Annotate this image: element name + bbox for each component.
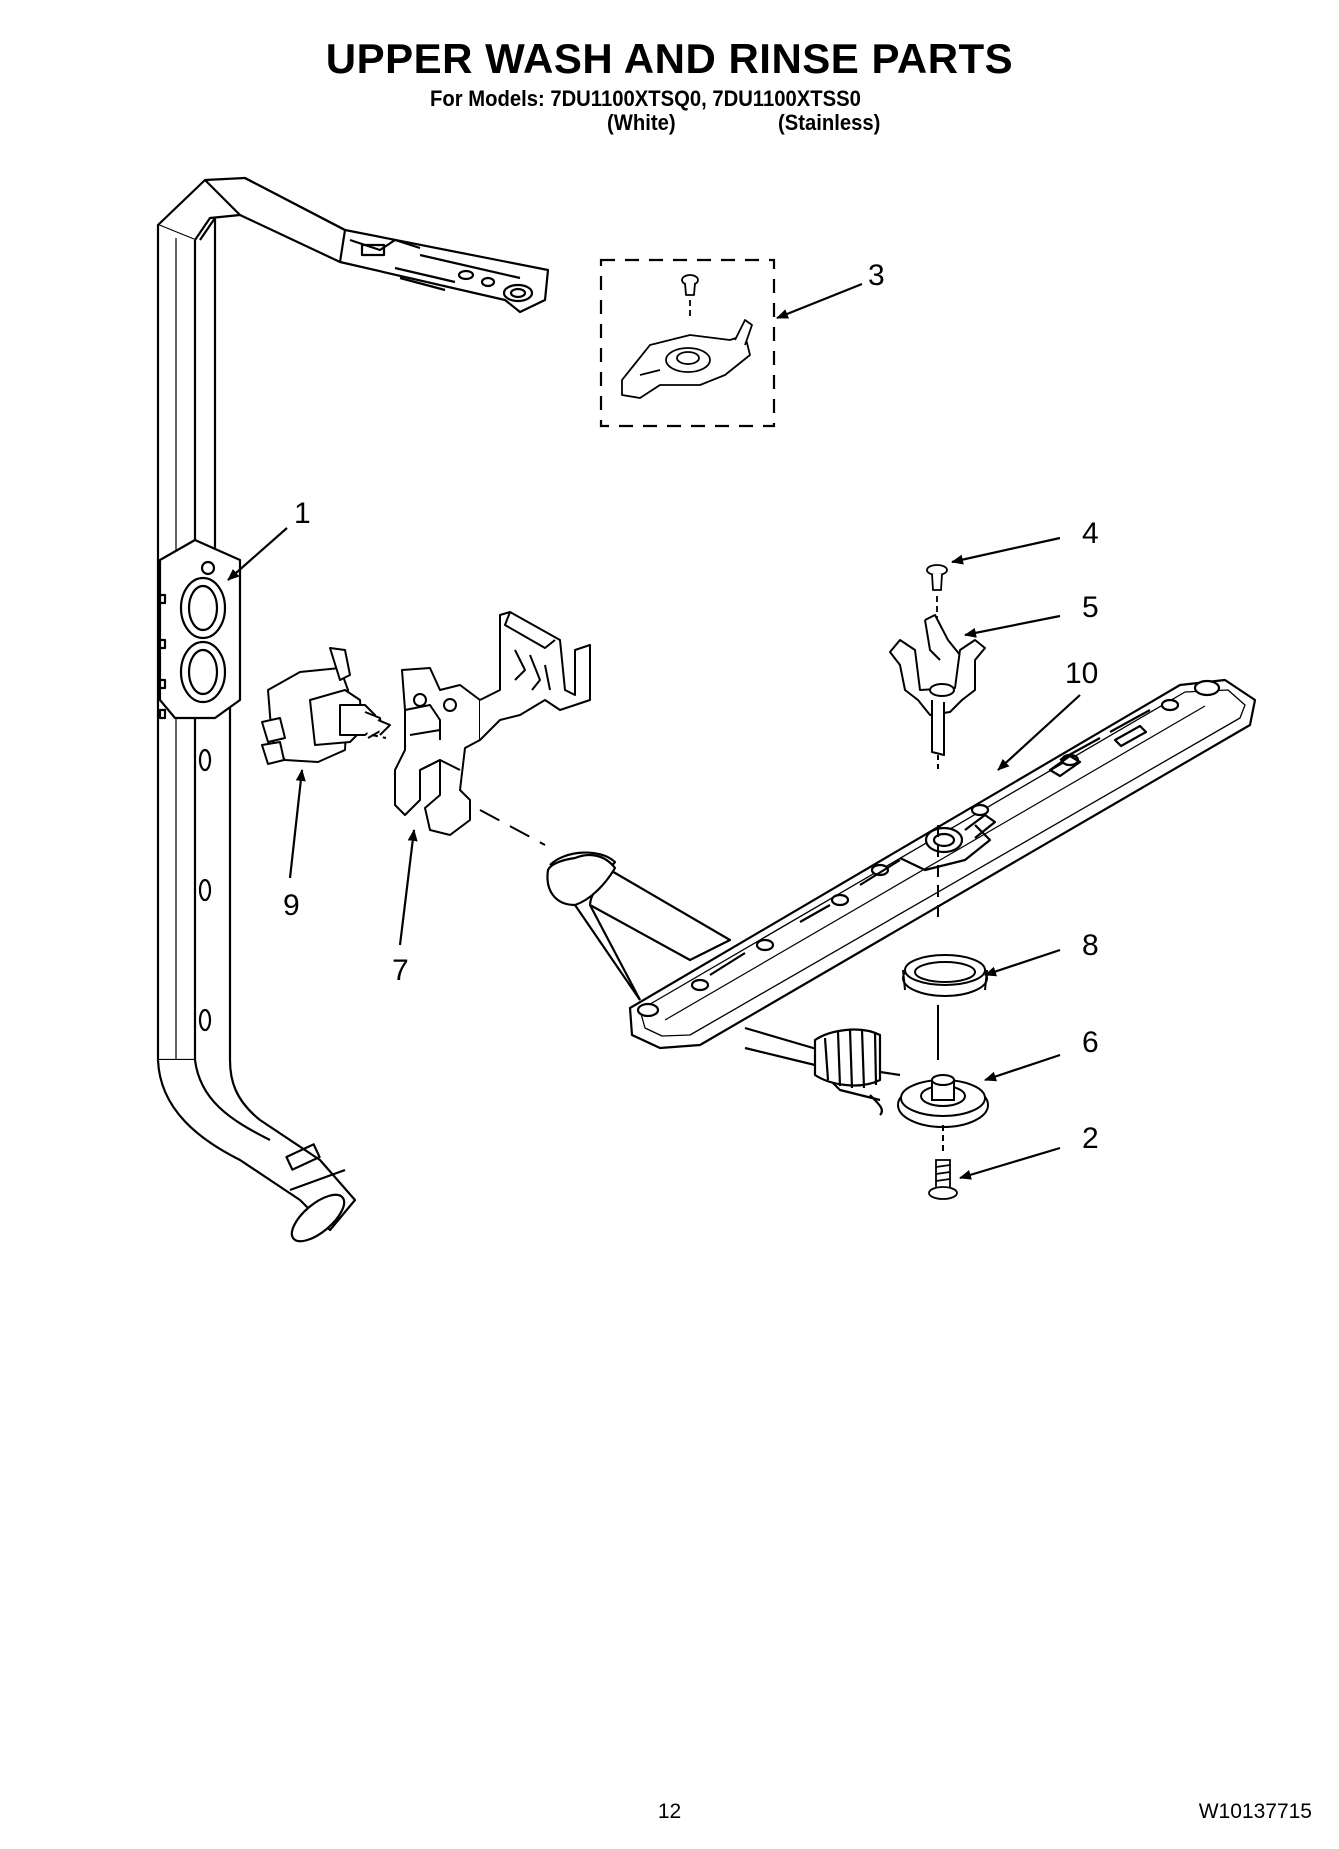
detail-box-part-3: [599, 258, 776, 428]
supply-pipe: [546, 851, 901, 1116]
callout-label-1: 1: [294, 497, 311, 530]
spray-arm-part-10: [628, 678, 1257, 1050]
callout-label-5: 5: [1082, 591, 1099, 624]
bearing-adapter-part-9: [261, 647, 391, 765]
manifold-bracket-part-7: [394, 611, 591, 846]
callout-label-2: 2: [1082, 1122, 1099, 1155]
screw-part-2: [928, 1159, 958, 1200]
variant-white-label: (White): [607, 110, 676, 135]
seal-ring-part-8: [902, 825, 988, 1060]
hub-bearing-part-6: [897, 1074, 989, 1155]
callout-label-10: 10: [1065, 657, 1098, 690]
supply-tube-part-1: [156, 176, 550, 1243]
callout-label-4: 4: [1082, 517, 1099, 550]
callout-label-3: 3: [868, 259, 885, 292]
clip-part-5: [889, 614, 986, 770]
callout-label-7: 7: [392, 954, 409, 987]
screw-part-4: [926, 564, 948, 618]
callout-label-6: 6: [1082, 1026, 1099, 1059]
variant-stainless-label: (Stainless): [778, 110, 881, 135]
page-number: 12: [657, 1800, 682, 1823]
page-title: UPPER WASH AND RINSE PARTS: [325, 35, 1014, 82]
callout-label-9: 9: [283, 889, 300, 922]
callout-arrows: [227, 282, 1081, 1180]
models-line: For Models: 7DU1100XTSQ0, 7DU1100XTSS0: [430, 86, 861, 111]
callout-label-8: 8: [1082, 929, 1099, 962]
document-number: W10137715: [1198, 1800, 1312, 1823]
